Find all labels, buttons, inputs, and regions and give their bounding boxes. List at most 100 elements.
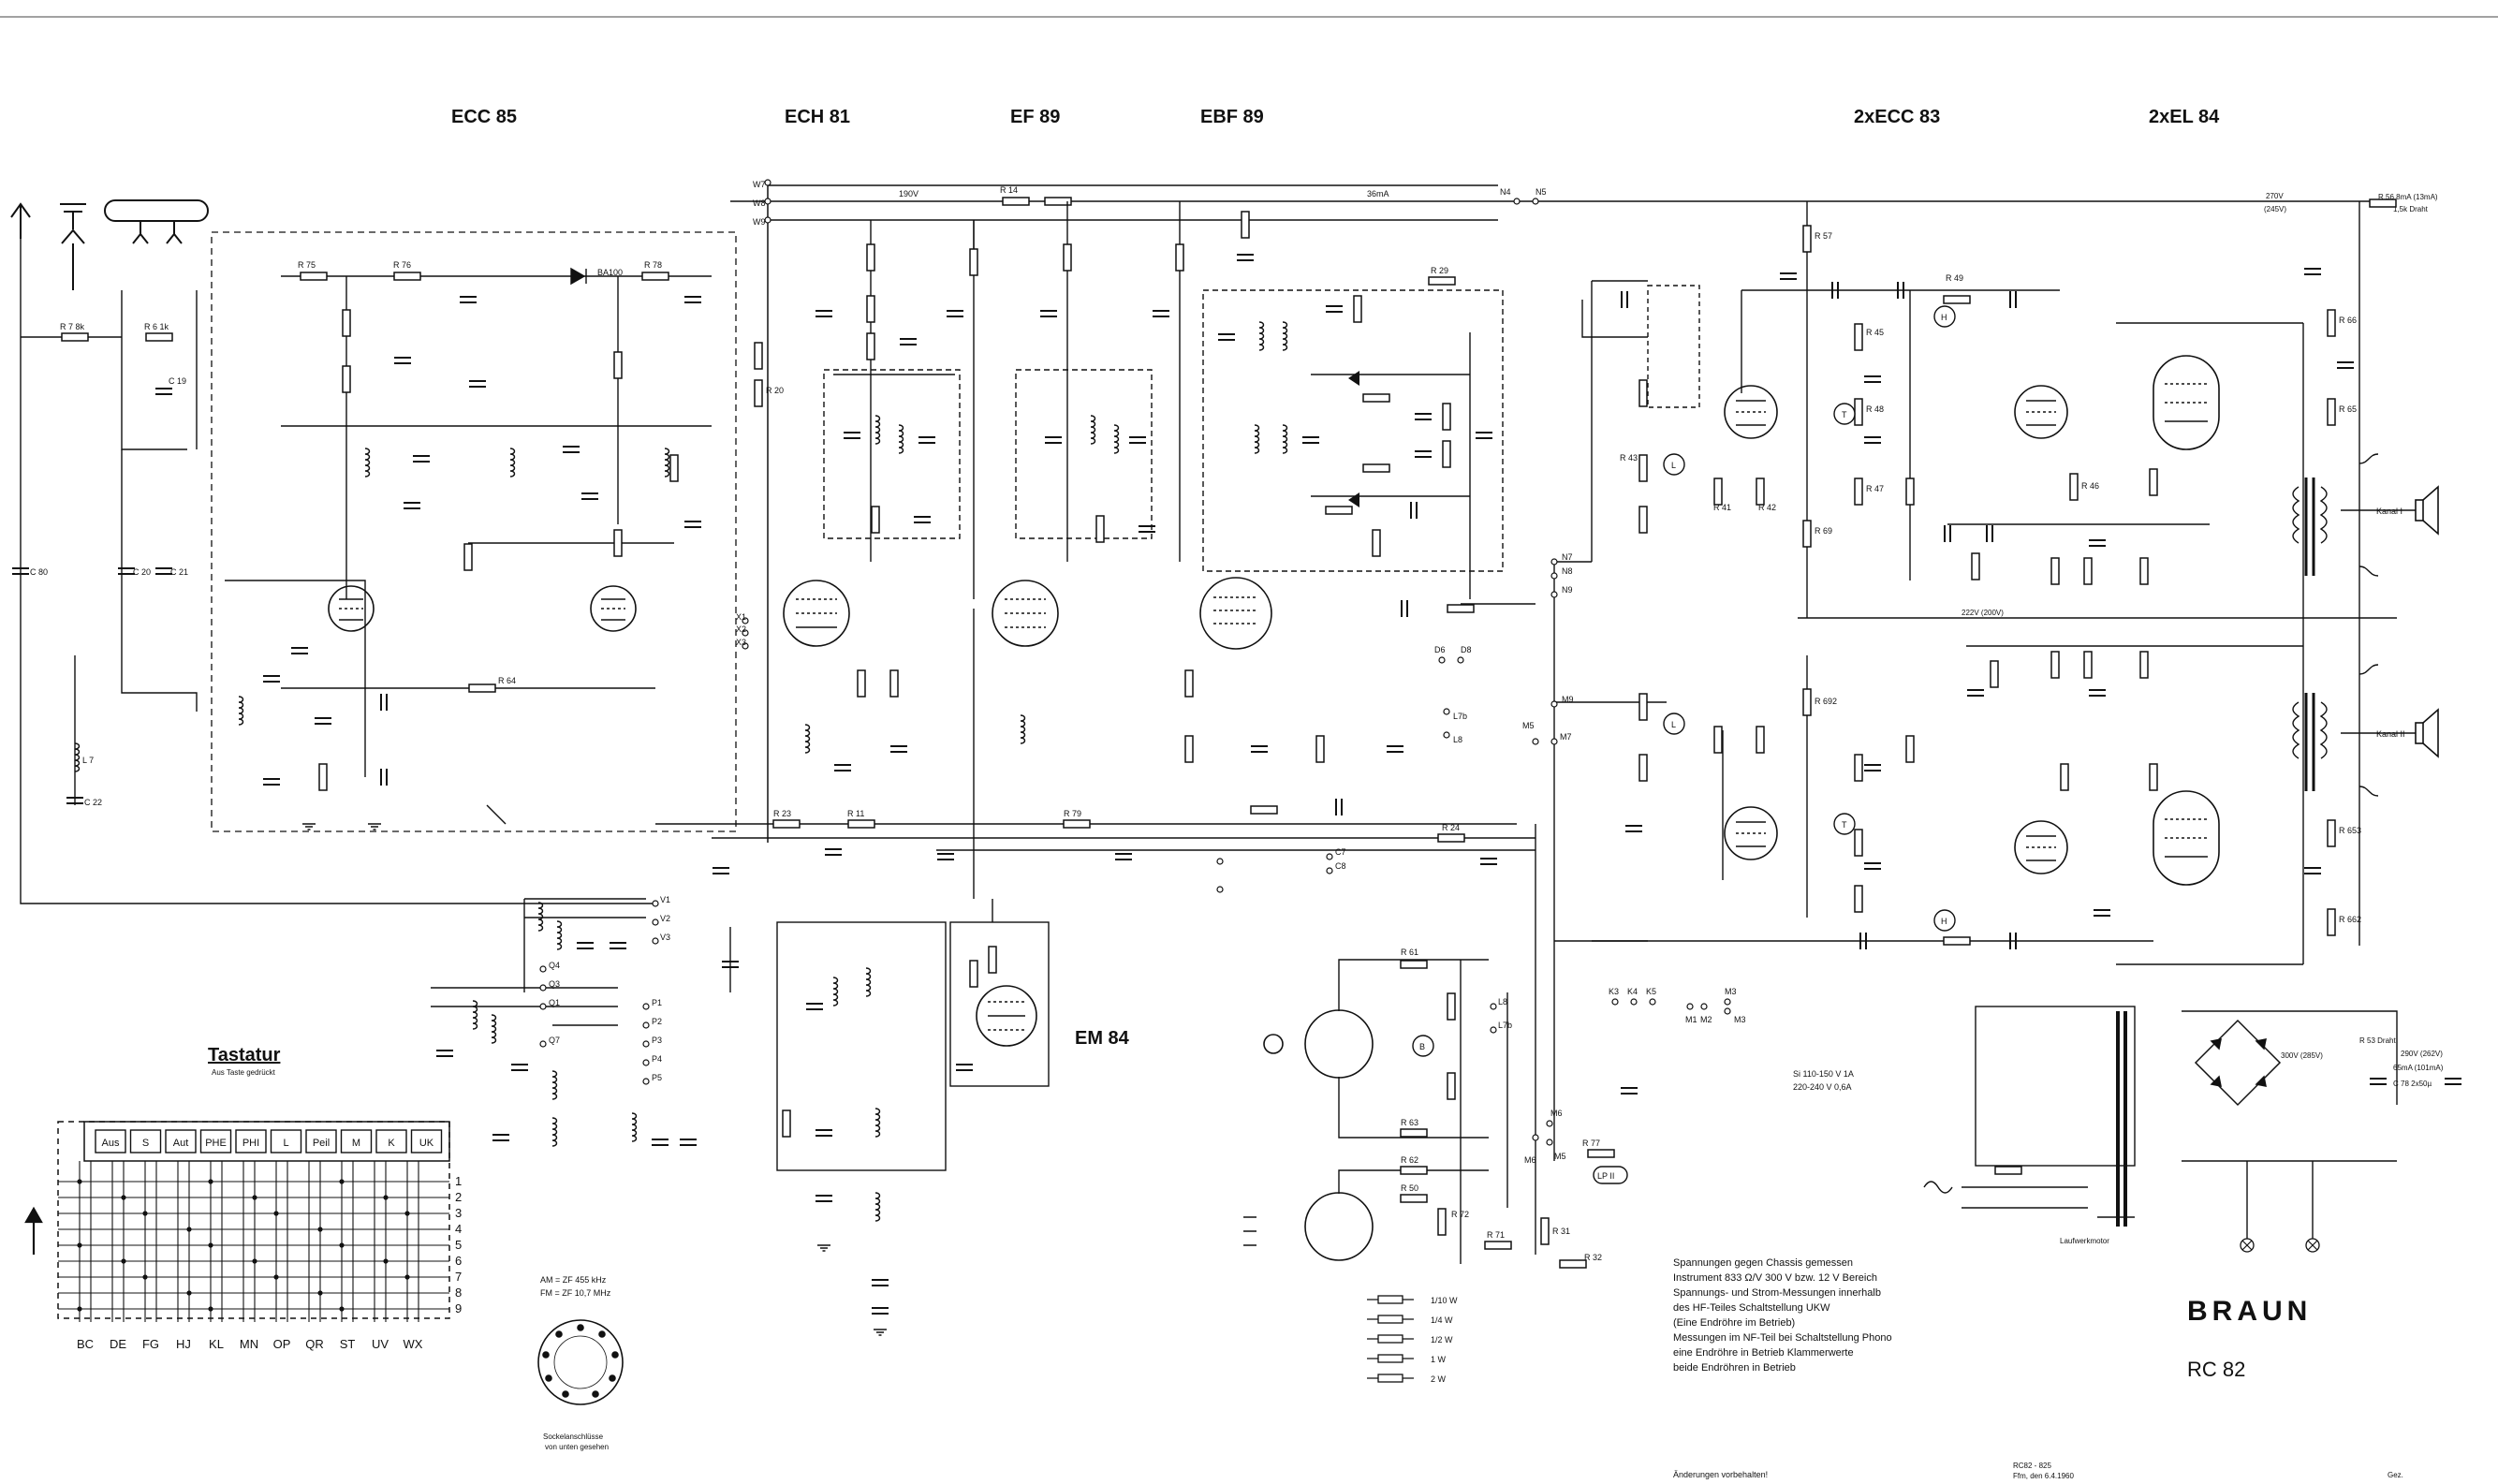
label-r24: R 24 — [1442, 823, 1460, 832]
marker-lp-label: LP II — [1597, 1171, 1614, 1181]
label-r662: R 662 — [2339, 915, 2361, 924]
wattage-legend-item: 2 W — [1367, 1374, 1447, 1384]
speaker-upper-icon — [2415, 485, 2439, 536]
key-button-phe[interactable]: PHE — [199, 1129, 232, 1153]
label-r45: R 45 — [1866, 328, 1884, 337]
measurement-note-line: eine Endröhre in Betrieb Klammerwerte — [1673, 1347, 1854, 1359]
svg-text:M2: M2 — [1700, 1015, 1712, 1024]
ecc83-tube-lower — [1724, 806, 1778, 860]
key-button-aus[interactable]: Aus — [95, 1129, 126, 1153]
keyboard-grid — [58, 1161, 449, 1322]
marker-h-upper — [1933, 305, 1956, 328]
svg-text:V3: V3 — [660, 933, 670, 942]
label-r72: R 72 — [1451, 1210, 1469, 1219]
svg-text:K5: K5 — [1646, 987, 1656, 996]
svg-text:M5: M5 — [1554, 1152, 1566, 1161]
label-r63: R 63 — [1401, 1118, 1418, 1127]
key-button-s[interactable]: S — [129, 1129, 162, 1153]
svg-text:Q1: Q1 — [549, 998, 560, 1007]
up-arrow-icon — [24, 1206, 43, 1255]
label-r66: R 66 — [2339, 316, 2357, 325]
measurement-note-line: beide Endröhren in Betrieb — [1673, 1362, 1796, 1374]
rail-label-36ma: 36mA — [1367, 189, 1389, 198]
marker-t-lower-label: T — [1842, 820, 1847, 830]
rail-label-222v: 222V (200V) — [1962, 609, 2004, 617]
rail-label-270v: 270V — [2266, 192, 2284, 200]
svg-text:X1: X1 — [736, 612, 746, 622]
svg-text:K3: K3 — [1609, 987, 1619, 996]
keyboard-column-label: FG — [142, 1337, 159, 1351]
svg-text:D8: D8 — [1461, 645, 1472, 654]
key-button-aut[interactable]: Aut — [165, 1129, 197, 1153]
label-r77: R 77 — [1582, 1139, 1600, 1148]
measurement-note-line: (Eine Endröhre im Betrieb) — [1673, 1317, 1795, 1329]
wattage-legend-label: 1/10 W — [1431, 1296, 1458, 1305]
svg-text:P3: P3 — [652, 1036, 662, 1045]
keyboard-column-label: QR — [305, 1337, 324, 1351]
socket-note-2: von unten gesehen — [545, 1443, 609, 1451]
key-label: Peil — [313, 1138, 330, 1149]
key-button-peil[interactable]: Peil — [305, 1129, 337, 1153]
power-note-line-1: Si 110-150 V 1A — [1793, 1069, 1854, 1079]
wattage-legend-item: 1/10 W — [1367, 1295, 1458, 1305]
label-c22: C 22 — [84, 798, 102, 807]
label-r46: R 46 — [2081, 481, 2099, 491]
key-button-l[interactable]: L — [270, 1129, 302, 1153]
svg-text:W7: W7 — [753, 180, 766, 189]
measurement-note-line: Messungen im NF-Teil bei Schaltstellung … — [1673, 1332, 1892, 1344]
tube-title-ech81: ECH 81 — [785, 107, 850, 127]
model-number: RC 82 — [2187, 1358, 2245, 1381]
rail-label-r56: R 56 8mA (13mA) — [2378, 193, 2438, 201]
key-label: PHE — [205, 1138, 227, 1149]
marker-h-lower-label: H — [1941, 917, 1947, 926]
rail-label-190v: 190V — [899, 189, 918, 198]
brand-logo: BRAUN — [2187, 1296, 2312, 1327]
measurement-note-line: Instrument 833 Ω/V 300 V bzw. 12 V Berei… — [1673, 1272, 1877, 1284]
output-transformer-upper — [2292, 478, 2328, 576]
keyboard-row-label: 1 — [455, 1174, 462, 1188]
label-c20: C 20 — [133, 567, 151, 577]
rail-label-r56b: 1,5k Draht — [2393, 205, 2429, 213]
keyboard-column-label: KL — [209, 1337, 224, 1351]
svg-text:D6: D6 — [1434, 645, 1446, 654]
em84-tube — [976, 985, 1037, 1047]
svg-text:M6: M6 — [1524, 1155, 1536, 1165]
label-r6: R 6 1k — [144, 322, 169, 331]
ecc85-tube-a — [328, 585, 375, 632]
marker-h-lower — [1933, 909, 1956, 932]
kanal-1-label: Kanal I — [2376, 507, 2402, 516]
rectifier-bridge — [2194, 1019, 2282, 1107]
ecc83-tube-lower-b — [2014, 820, 2068, 874]
svg-text:V2: V2 — [660, 914, 670, 923]
marker-l-lower — [1663, 713, 1685, 735]
label-ba100: BA100 — [597, 268, 623, 277]
label-r20: R 20 — [766, 386, 784, 395]
key-button-m[interactable]: M — [340, 1129, 373, 1153]
label-r31: R 31 — [1552, 1227, 1570, 1236]
measurement-note-line: des HF-Teiles Schaltstellung UKW — [1673, 1302, 1830, 1314]
key-button-phi[interactable]: PHI — [235, 1129, 267, 1153]
wattage-legend-label: 1/2 W — [1431, 1335, 1453, 1344]
marker-l-lower-label: L — [1671, 720, 1676, 729]
antenna-symbols — [10, 199, 209, 290]
svg-text:Q7: Q7 — [549, 1036, 560, 1045]
keyboard-column-label: OP — [273, 1337, 291, 1351]
label-r79: R 79 — [1064, 809, 1081, 818]
key-button-k[interactable]: K — [375, 1129, 407, 1153]
keyboard-row-label: 8 — [455, 1286, 462, 1300]
label-r57: R 57 — [1815, 231, 1832, 241]
svg-text:L7b: L7b — [1453, 712, 1467, 721]
keyboard-column-label: DE — [110, 1337, 126, 1351]
svg-text:M1: M1 — [1685, 1015, 1697, 1024]
marker-b-label: B — [1419, 1042, 1425, 1051]
marker-lp — [1593, 1166, 1628, 1184]
din-socket-upper — [1263, 1009, 1374, 1079]
wattage-legend-item: 1 W — [1367, 1354, 1447, 1364]
svg-text:N9: N9 — [1562, 585, 1573, 595]
svg-text:C8: C8 — [1335, 861, 1346, 871]
label-c21: C 21 — [170, 567, 188, 577]
measurement-note-line: Spannungen gegen Chassis gemessen — [1673, 1257, 1853, 1269]
key-button-uk[interactable]: UK — [410, 1129, 443, 1153]
label-r71: R 71 — [1487, 1230, 1505, 1240]
